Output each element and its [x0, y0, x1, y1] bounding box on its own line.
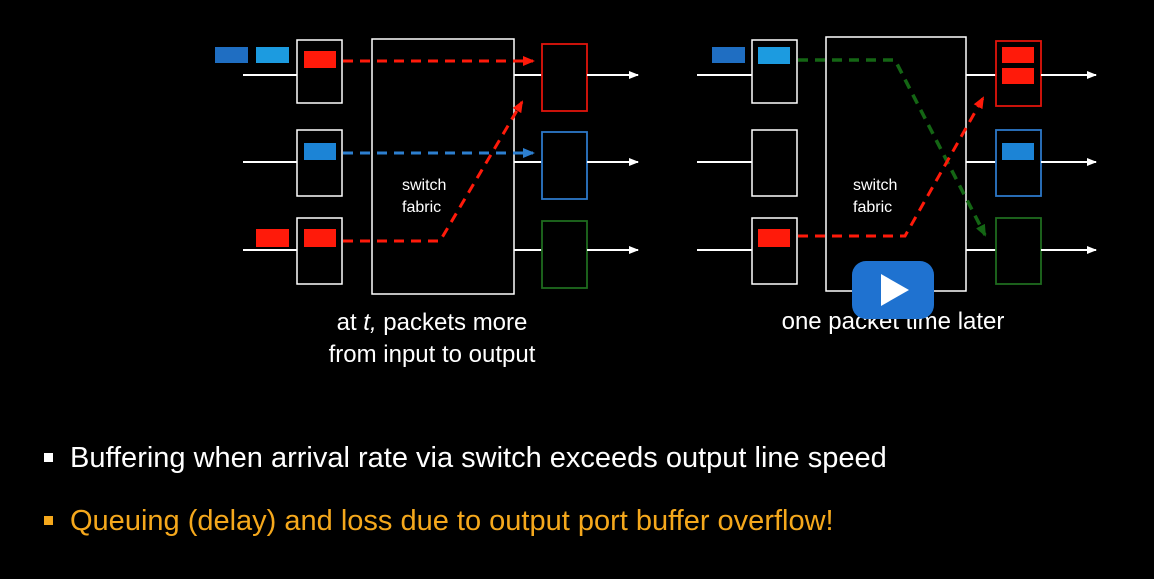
output-port-blue [541, 131, 588, 200]
red-path-r [798, 96, 985, 238]
right-panel: switch fabric [697, 36, 1097, 292]
caption-prefix: at [336, 309, 364, 336]
switch-fabric-r [825, 36, 967, 292]
bullet-text-2: Queuing (delay) and loss due to output p… [70, 505, 834, 537]
output-packet-red-2 [1002, 68, 1034, 84]
bullet-text-1: Buffering when arrival rate via switch e… [70, 442, 887, 474]
queued-packet-mid-blue [215, 47, 248, 63]
fabric-label-line2: fabric [402, 199, 441, 216]
green-path [798, 58, 987, 237]
play-button[interactable] [852, 261, 934, 319]
input-port-r3 [751, 217, 798, 285]
queued-packet-red [256, 229, 289, 247]
left-caption-line1: at t, packets more [262, 307, 602, 339]
fabric-label-r-line2: fabric [853, 199, 892, 216]
queued-packet-mid-blue-r [712, 47, 745, 63]
left-panel: switch fabric [215, 38, 639, 295]
fabric-label-r-line1: switch [853, 177, 897, 194]
output-port-red [541, 43, 588, 112]
left-caption-line2: from input to output [328, 341, 536, 368]
packet-light-blue-port-r1 [758, 47, 790, 64]
output-packet-blue [1002, 143, 1034, 160]
input-port-r2 [751, 129, 798, 197]
queued-packet-light-blue [256, 47, 289, 63]
output-packet-red-1 [1002, 47, 1034, 63]
fabric-label-line1: switch [402, 177, 446, 194]
output-port-green [541, 220, 588, 289]
input-port-1 [296, 39, 343, 104]
left-caption: at t, packets more from input to output [262, 307, 602, 371]
caption-line1-rest: packets more [376, 309, 528, 336]
input-port-3 [296, 217, 343, 285]
bullet-item-1: Buffering when arrival rate via switch e… [44, 438, 1144, 478]
packet-blue-port-2 [304, 143, 336, 160]
output-port-green-r [995, 217, 1042, 285]
packet-red-port-r3 [758, 229, 790, 247]
packet-red-port-1 [304, 51, 336, 68]
bullet-list: Buffering when arrival rate via switch e… [44, 438, 1144, 564]
switch-fabric [371, 38, 515, 295]
output-port-blue-r [995, 129, 1042, 197]
bullet-marker-2 [44, 516, 53, 525]
bullet-item-2: Queuing (delay) and loss due to output p… [44, 501, 1144, 541]
play-icon [881, 274, 909, 306]
input-port-2 [296, 129, 343, 197]
caption-time: t, [363, 309, 377, 336]
bullet-marker-1 [44, 453, 53, 462]
red-path-bottom [343, 100, 524, 243]
packet-red-port-3 [304, 229, 336, 247]
